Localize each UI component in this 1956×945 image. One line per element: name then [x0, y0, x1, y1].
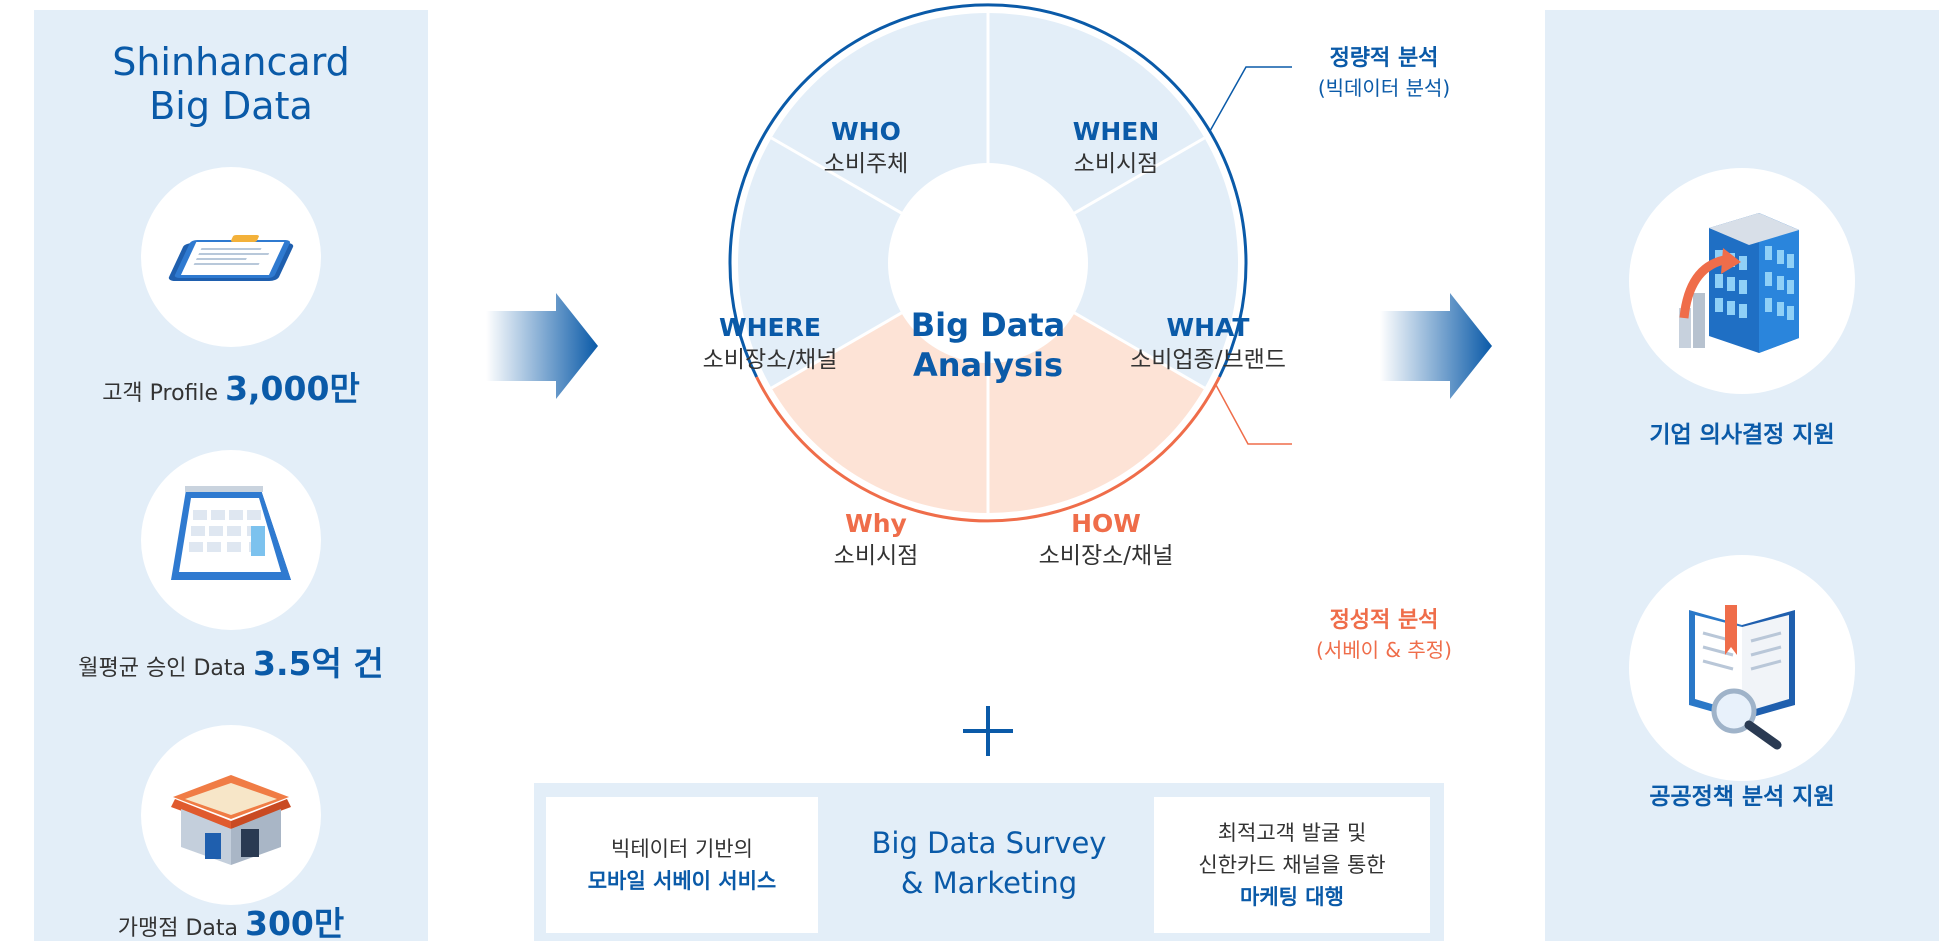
qual-analysis-callout: 정성적 분석 (서베이 & 추정) — [1294, 606, 1474, 664]
survey-center-line1: Big Data Survey — [871, 826, 1107, 860]
mobile-survey-box: 빅테이터 기반의 모바일 서베이 서비스 — [546, 797, 818, 933]
segment-title: HOW — [1071, 509, 1141, 538]
merchant-data-stat: 가맹점 Data 300만 — [34, 897, 428, 945]
customer-profile-stat: 고객 Profile 3,000만 — [34, 362, 428, 410]
building-icon — [1629, 168, 1855, 394]
segment-title: WHERE — [719, 313, 821, 342]
center-line2: Analysis — [912, 346, 1064, 384]
segment-subtitle: 소비주체 — [823, 151, 909, 177]
stat-value: 3.5억 건 — [253, 644, 384, 683]
segment-what-label: WHAT 소비업종/브랜드 — [1098, 312, 1318, 376]
segment-what — [988, 138, 1238, 388]
quant-leader-line — [1209, 66, 1292, 132]
left-title-line2: Big Data — [149, 84, 313, 128]
callout-title: 정량적 분석 — [1329, 46, 1439, 71]
segment-subtitle: 소비장소/채널 — [1038, 543, 1174, 569]
qual-leader-line — [1215, 384, 1292, 445]
marketing-agency-box: 최적고객 발굴 및 신한카드 채널을 통한 마케팅 대행 — [1154, 797, 1430, 933]
public-policy-analysis-label: 공공정책 분석 지원 — [1649, 784, 1835, 810]
book-magnifier-icon — [1629, 555, 1855, 781]
survey-center-line2: & Marketing — [900, 866, 1078, 900]
survey-right-line1: 최적고객 발굴 및 — [1217, 821, 1367, 845]
approval-data-stat: 월평균 승인 Data 3.5억 건 — [34, 637, 428, 685]
segment-title: WHO — [831, 117, 901, 146]
right-panel: 기업 의사결정 지원 공공정책 분석 지원 — [1545, 10, 1939, 941]
segment-why-label: Why 소비시점 — [766, 508, 986, 572]
survey-left-line2: 모바일 서베이 서비스 — [587, 869, 777, 893]
segment-where-label: WHERE 소비장소/채널 — [660, 312, 880, 376]
segment-subtitle: 소비장소/채널 — [702, 347, 838, 373]
plus-icon — [963, 706, 1013, 756]
callout-sub: (빅데이터 분석) — [1317, 76, 1451, 100]
stat-label: 고객 Profile — [102, 381, 226, 406]
stat-value: 3,000만 — [225, 369, 360, 408]
segment-subtitle: 소비업종/브랜드 — [1130, 347, 1286, 373]
segment-who-label: WHO 소비주체 — [756, 116, 976, 180]
segment-when-label: WHEN 소비시점 — [1006, 116, 1226, 180]
callout-title: 정성적 분석 — [1329, 608, 1439, 633]
stat-value: 300만 — [245, 904, 345, 943]
big-data-analysis-title: Big Data Analysis — [888, 305, 1088, 385]
segment-title: WHAT — [1166, 313, 1250, 342]
segment-title: Why — [845, 509, 907, 538]
survey-strip: 빅테이터 기반의 모바일 서베이 서비스 Big Data Survey & M… — [534, 783, 1444, 941]
corporate-decision-support-label: 기업 의사결정 지원 — [1649, 422, 1835, 448]
survey-left-line1: 빅테이터 기반의 — [611, 837, 753, 861]
quant-analysis-callout: 정량적 분석 (빅데이터 분석) — [1294, 44, 1474, 102]
outer-ring-blue — [728, 3, 1248, 378]
stat-label: 가맹점 Data — [117, 916, 245, 941]
callout-sub: (서베이 & 추정) — [1316, 638, 1452, 662]
segment-how-label: HOW 소비장소/채널 — [996, 508, 1216, 572]
segment-subtitle: 소비시점 — [1073, 151, 1159, 177]
left-panel-title: Shinhancard Big Data — [34, 40, 428, 128]
flow-arrow-right-icon — [486, 293, 598, 399]
calendar-icon — [141, 450, 321, 630]
outer-ring-orange — [755, 376, 1221, 523]
store-icon — [141, 725, 321, 905]
survey-right-line3: 마케팅 대행 — [1240, 885, 1344, 909]
center-line1: Big Data — [910, 306, 1066, 344]
left-title-line1: Shinhancard — [112, 40, 350, 84]
segment-subtitle: 소비시점 — [833, 543, 919, 569]
left-panel: Shinhancard Big Data 고객 Profile 3,000만 — [34, 10, 428, 943]
segment-where — [738, 138, 988, 388]
segment-title: WHEN — [1072, 117, 1160, 146]
clipboard-icon — [141, 167, 321, 347]
survey-right-line2: 신한카드 채널을 통한 — [1198, 853, 1386, 877]
flow-arrow-right-icon — [1380, 293, 1492, 399]
center-circle — [888, 163, 1088, 363]
stat-label: 월평균 승인 Data — [78, 656, 254, 681]
survey-marketing-title: Big Data Survey & Marketing — [824, 823, 1154, 903]
